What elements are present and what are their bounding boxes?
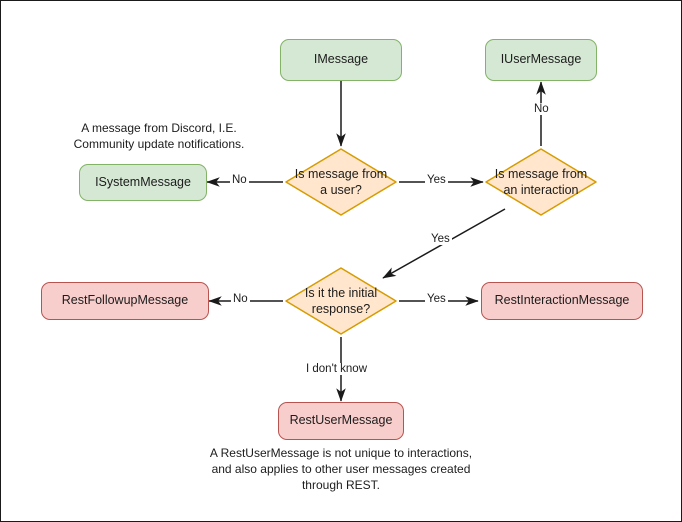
diamond-shape <box>285 267 397 335</box>
node-iusermessage[interactable]: IUserMessage <box>485 39 597 81</box>
diamond-shape <box>285 148 397 216</box>
node-question-is-message-from-an-interaction[interactable]: Is message from an interaction <box>483 146 599 218</box>
node-isystemmessage-label: ISystemMessage <box>95 174 191 189</box>
node-restusermessage[interactable]: RestUserMessage <box>278 402 404 440</box>
node-imessage[interactable]: IMessage <box>280 39 402 81</box>
node-restfollowupmessage-label: RestFollowupMessage <box>61 293 189 308</box>
node-iusermessage-label: IUserMessage <box>500 52 582 67</box>
edge-label-initial-no: No <box>231 293 250 305</box>
edge-label-initial-unknown: I don't know <box>304 363 370 375</box>
node-question-is-it-the-initial-response-label: Is it the initial response? <box>304 285 378 316</box>
edge-label-user-yes: Yes <box>425 174 448 186</box>
note-restusermessage: A RestUserMessage is not unique to inter… <box>209 446 473 493</box>
node-restinteractionmessage-label: RestInteractionMessage <box>494 293 630 308</box>
edge-label-interaction-no: No <box>532 103 551 115</box>
edge-label-interaction-yes: Yes <box>429 233 452 245</box>
node-isystemmessage[interactable]: ISystemMessage <box>79 164 207 201</box>
node-question-is-message-from-an-interaction-label: Is message from an interaction <box>494 166 588 197</box>
node-restfollowupmessage[interactable]: RestFollowupMessage <box>41 282 209 320</box>
edge-label-user-no: No <box>230 174 249 186</box>
edge-label-initial-yes: Yes <box>425 293 448 305</box>
node-question-is-it-the-initial-response[interactable]: Is it the initial response? <box>283 265 399 337</box>
node-question-is-message-from-a-user-label: Is message from a user? <box>294 166 388 197</box>
node-restusermessage-label: RestUserMessage <box>289 413 393 428</box>
node-restinteractionmessage[interactable]: RestInteractionMessage <box>481 282 643 320</box>
diamond-shape <box>485 148 597 216</box>
note-isystemmessage: A message from Discord, I.E. Community u… <box>73 121 245 152</box>
node-imessage-label: IMessage <box>313 52 369 67</box>
node-question-is-message-from-a-user[interactable]: Is message from a user? <box>283 146 399 218</box>
